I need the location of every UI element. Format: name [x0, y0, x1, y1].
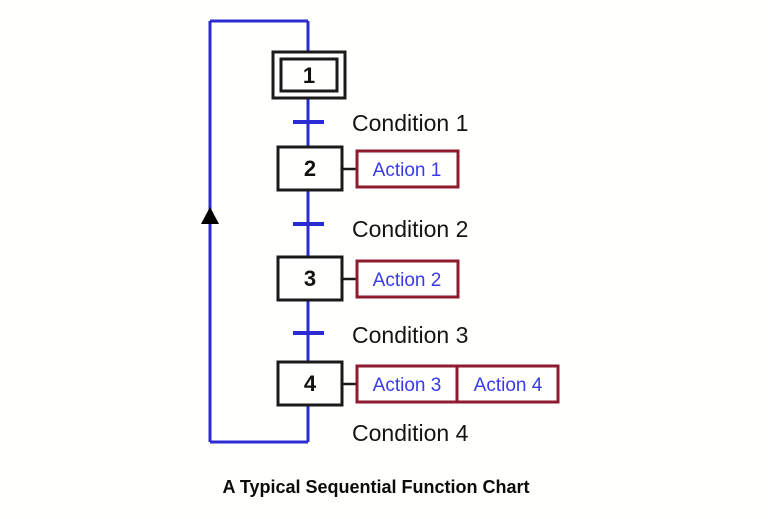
action-block-step-3[interactable]: Action 2	[355, 259, 460, 299]
step-3-number: 3	[304, 266, 316, 291]
step-4[interactable]: 4	[276, 360, 344, 407]
step-1-inner-border	[279, 57, 339, 93]
condition-3-label: Condition 3	[352, 322, 468, 348]
condition-2-label: Condition 2	[352, 216, 468, 242]
action-1-label: Action 1	[373, 160, 442, 181]
figure-caption: A Typical Sequential Function Chart	[222, 477, 529, 497]
step-4-number: 4	[304, 371, 317, 396]
step-3[interactable]: 3	[276, 255, 344, 302]
action-block-step-4[interactable]: Action 3 Action 4	[355, 364, 560, 404]
action-2-label: Action 2	[373, 270, 442, 291]
action-block-step-2[interactable]: Action 1	[355, 149, 460, 189]
condition-4-label: Condition 4	[352, 420, 469, 446]
step-3-box	[276, 255, 344, 302]
loop-arrowhead-icon	[201, 207, 219, 224]
step-2-number: 2	[304, 156, 316, 181]
step-1-number: 1	[303, 63, 315, 88]
step-1[interactable]: 1	[271, 50, 347, 100]
action-1-box[interactable]	[355, 149, 460, 189]
action-4-label: Action 4	[474, 375, 543, 396]
action-3-label: Action 3	[373, 375, 442, 396]
step-2[interactable]: 2	[276, 145, 344, 192]
action-2-box[interactable]	[355, 259, 460, 299]
transition-bars	[293, 120, 324, 335]
condition-1-label: Condition 1	[352, 110, 468, 136]
return-loop-path	[201, 19, 310, 444]
